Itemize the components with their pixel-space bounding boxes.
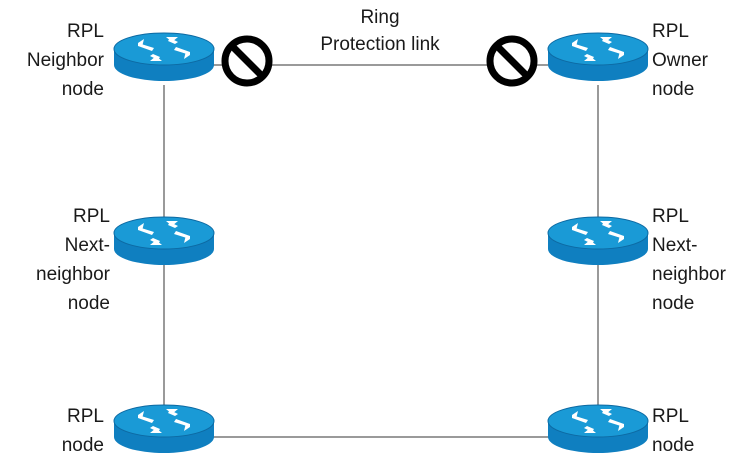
label-line: Owner bbox=[652, 50, 708, 71]
ring-links bbox=[163, 64, 599, 438]
node-label-bottom-left: RPL node bbox=[62, 402, 104, 460]
router-icon-mid-left bbox=[113, 216, 215, 266]
label-line: RPL bbox=[73, 206, 110, 227]
label-line: node bbox=[652, 435, 695, 456]
label-line: RPL bbox=[652, 21, 689, 42]
node-label-mid-right: RPL Next- neighbor node bbox=[652, 202, 726, 318]
label-line: node bbox=[67, 293, 110, 314]
ring-protection-link-label: Ring Protection link bbox=[290, 4, 470, 58]
label-line: node bbox=[61, 435, 104, 456]
node-label-bottom-right: RPL node bbox=[652, 402, 694, 460]
node-label-mid-left: RPL Next- neighbor node bbox=[36, 202, 110, 318]
label-line: RPL bbox=[652, 206, 689, 227]
label-line: node bbox=[652, 293, 695, 314]
label-line: Next- bbox=[64, 235, 110, 256]
ring-label-line1: Ring bbox=[360, 7, 400, 28]
blocked-port-icon-right bbox=[490, 39, 534, 83]
label-line: node bbox=[61, 79, 104, 100]
node-label-top-right: RPL Owner node bbox=[652, 17, 708, 104]
label-line: Next- bbox=[652, 235, 698, 256]
blocked-port-icon-left bbox=[225, 39, 269, 83]
router-icon-bottom-right bbox=[547, 404, 649, 454]
router-icon-bottom-left bbox=[113, 404, 215, 454]
label-line: RPL bbox=[652, 406, 689, 427]
router-icon-top-left bbox=[113, 32, 215, 82]
ring-label-line2: Protection link bbox=[320, 34, 440, 55]
node-label-top-left: RPL Neighbor node bbox=[27, 17, 104, 104]
label-line: RPL bbox=[67, 406, 104, 427]
router-icon-top-right bbox=[547, 32, 649, 82]
router-icon-mid-right bbox=[547, 216, 649, 266]
label-line: Neighbor bbox=[26, 50, 104, 71]
label-line: neighbor bbox=[36, 264, 110, 285]
label-line: neighbor bbox=[652, 264, 726, 285]
label-line: RPL bbox=[67, 21, 104, 42]
label-line: node bbox=[652, 79, 695, 100]
